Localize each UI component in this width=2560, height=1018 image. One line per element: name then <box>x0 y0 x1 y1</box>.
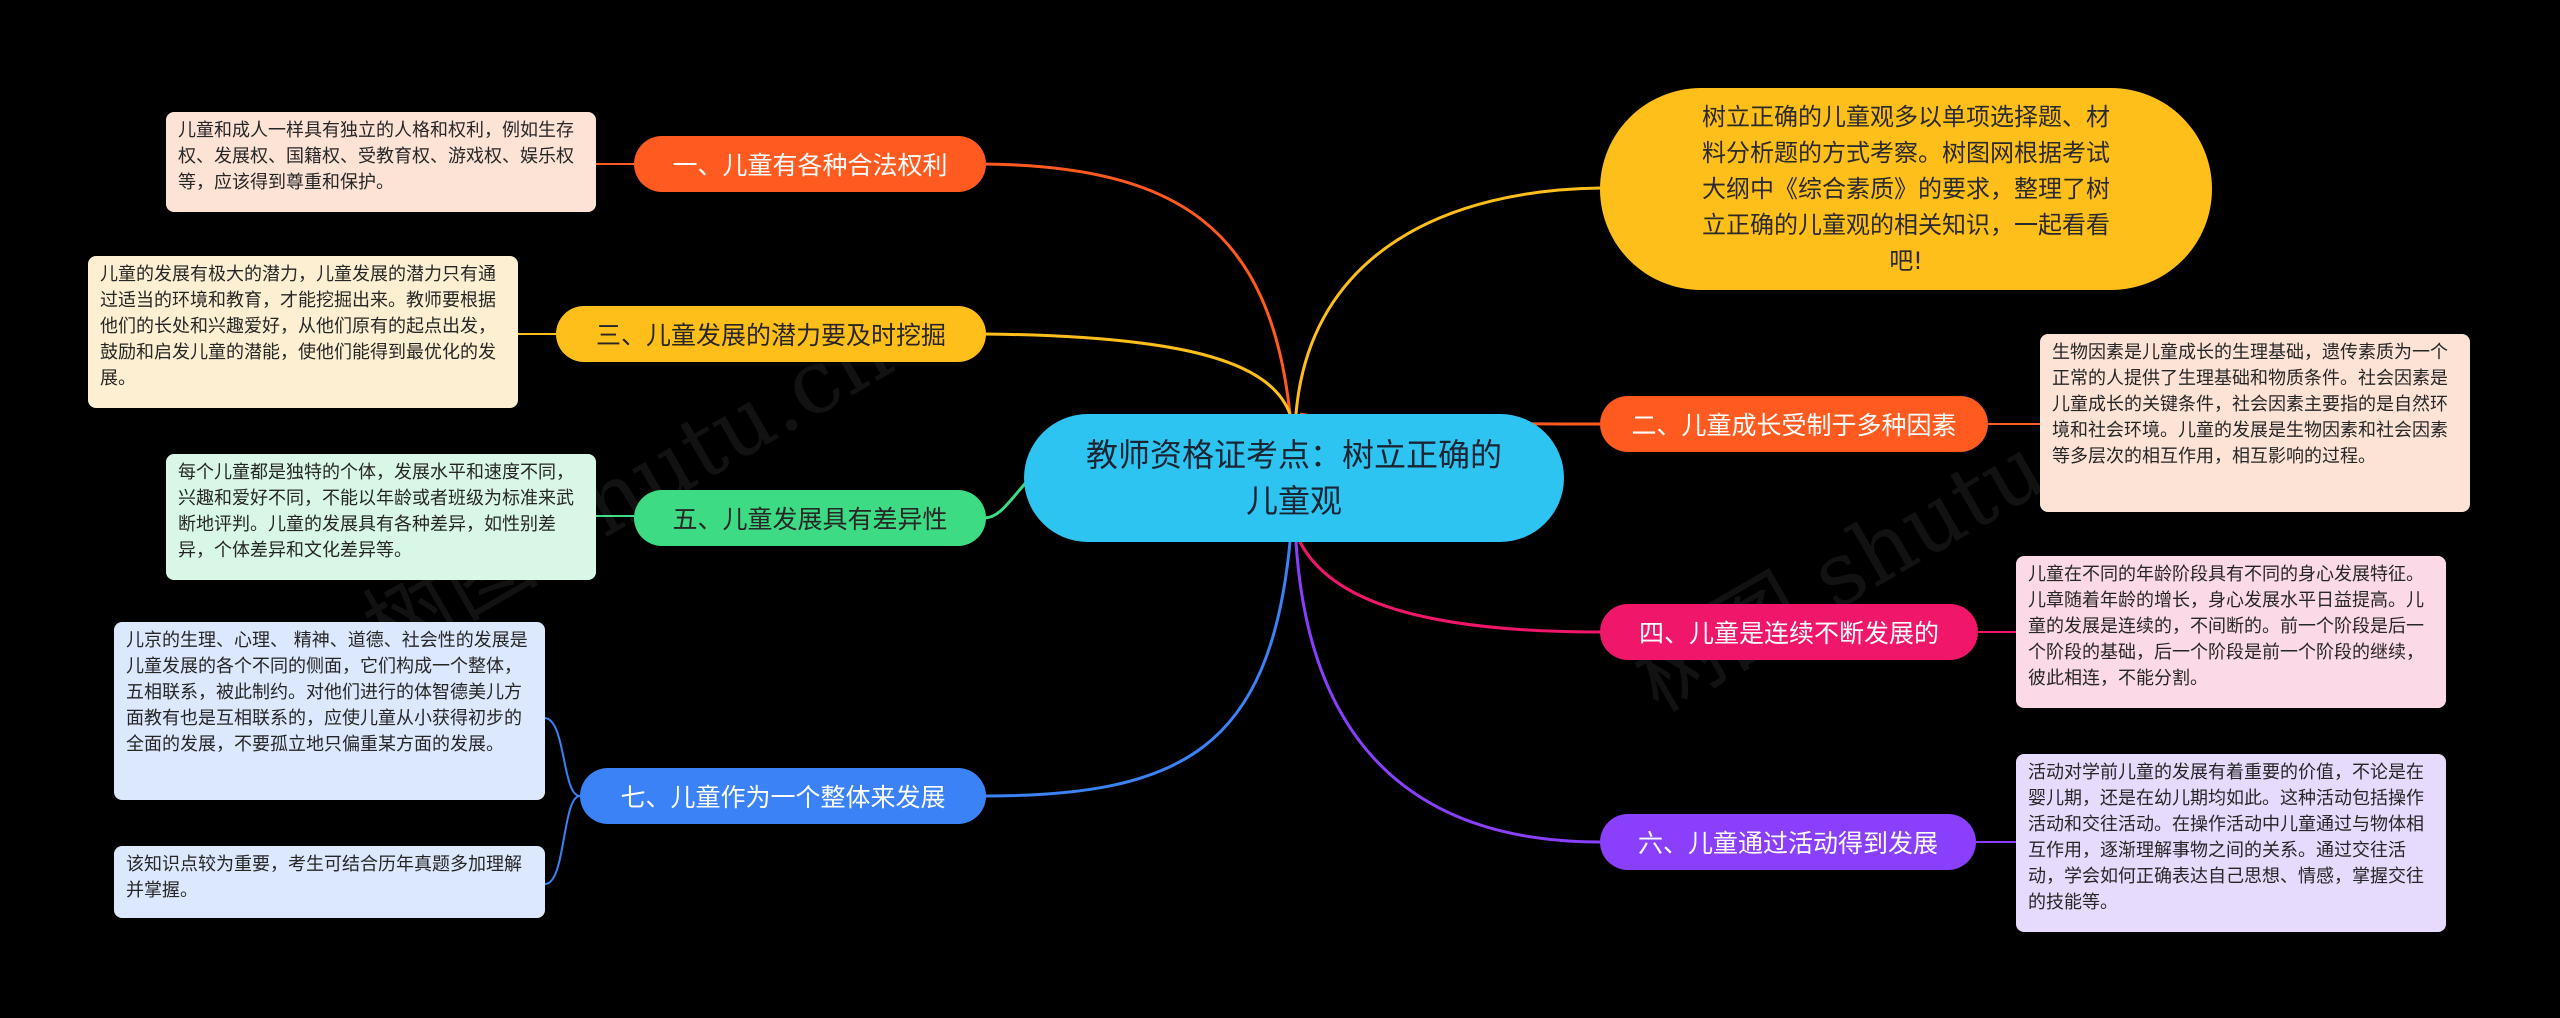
note-b2: 生物因素是儿童成长的生理基础，遗传素质为一个正常的人提供了生理基础和物质条件。社… <box>2040 334 2470 512</box>
link-b4 <box>1298 541 1601 634</box>
note-b7-tip: 该知识点较为重要，考生可结合历年真题多加理解并掌握。 <box>114 846 545 918</box>
branch-b2[interactable]: 二、儿童成长受制于多种因素 <box>1600 396 1988 452</box>
link-b5 <box>983 476 1032 520</box>
central-topic[interactable]: 教师资格证考点：树立正确的儿童观 <box>1024 414 1564 542</box>
link-b7 <box>983 541 1292 798</box>
branch-b7[interactable]: 七、儿童作为一个整体来发展 <box>580 768 986 824</box>
note-b4: 儿童在不同的年龄阶段具有不同的身心发展特征。儿章随着年龄的增长，身心发展水平日益… <box>2016 556 2446 708</box>
note-b3: 儿童的发展有极大的潜力，儿童发展的潜力只有通过适当的环境和教育，才能挖掘出来。教… <box>88 256 518 408</box>
branch-b5[interactable]: 五、儿童发展具有差异性 <box>634 490 986 546</box>
branch-b6[interactable]: 六、儿童通过活动得到发展 <box>1600 814 1976 870</box>
branch-b4[interactable]: 四、儿童是连续不断发展的 <box>1600 604 1978 660</box>
link-b3 <box>983 332 1292 415</box>
note-b6: 活动对学前儿童的发展有着重要的价值，不论是在婴儿期，还是在幼儿期均如此。这种活动… <box>2016 754 2446 932</box>
note-link-b7 <box>544 717 581 885</box>
link-b1 <box>983 162 1292 415</box>
intro-bubble[interactable]: 树立正确的儿童观多以单项选择题、材料分析题的方式考察。树图网根据考试大纲中《综合… <box>1600 88 2212 290</box>
branch-b1[interactable]: 一、儿童有各种合法权利 <box>634 136 986 192</box>
link-b6 <box>1294 541 1601 844</box>
note-b7: 儿京的生理、心理、 精神、道德、社会性的发展是儿童发展的各个不同的侧面，它们构成… <box>114 622 545 800</box>
branch-b3[interactable]: 三、儿童发展的潜力要及时挖掘 <box>556 306 986 362</box>
link-intro <box>1294 186 1601 415</box>
note-b1: 儿童和成人一样具有独立的人格和权利，例如生存权、发展权、国籍权、受教育权、游戏权… <box>166 112 596 212</box>
note-b5: 每个儿童都是独特的个体，发展水平和速度不同，兴趣和爱好不同，不能以年龄或者班级为… <box>166 454 596 580</box>
